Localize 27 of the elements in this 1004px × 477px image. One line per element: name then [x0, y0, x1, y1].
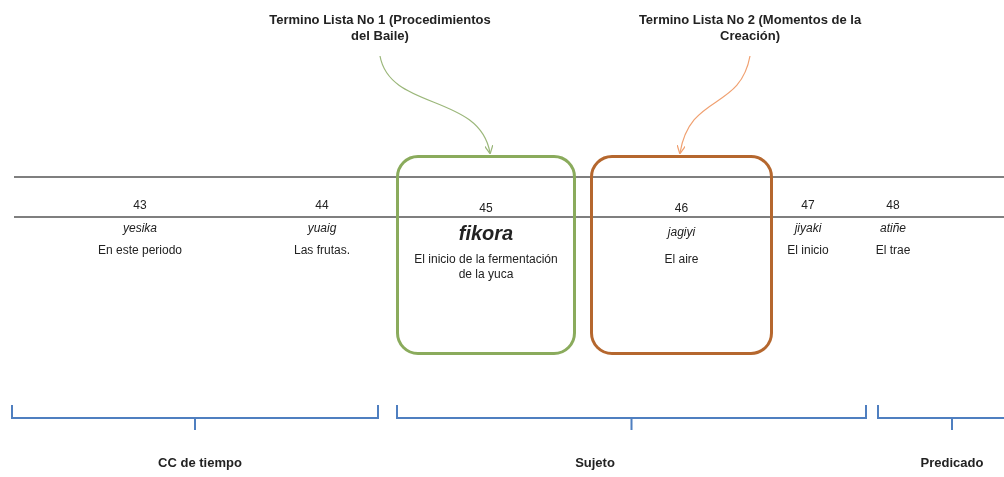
annotation-text: Termino Lista No 2 (Momentos de la Creación)	[630, 12, 870, 44]
arrow	[677, 55, 751, 155]
gloss-text: En este periodo	[97, 243, 183, 257]
gloss-text: El aire	[664, 252, 699, 266]
arrow	[379, 55, 493, 155]
word-number: 43	[133, 198, 147, 212]
annotation-text: Termino Lista No 1 (Procedimientos del Baile)	[260, 12, 500, 44]
syntactic-label: Predicado	[920, 456, 984, 470]
word-number: 48	[886, 198, 900, 212]
highlight-box	[396, 155, 576, 355]
native-word: atiñe	[880, 221, 906, 235]
native-word: yuaig	[307, 221, 337, 235]
native-word: yesika	[123, 221, 157, 235]
word-number: 46	[674, 201, 689, 215]
syntactic-label: Sujeto	[575, 456, 615, 470]
gloss-text: El inicio de la fermentación de la yuca	[414, 252, 558, 281]
highlight-box	[590, 155, 773, 355]
gloss-text: El trae	[875, 243, 911, 257]
syntactic-label: CC de tiempo	[158, 456, 242, 470]
word-number: 47	[801, 198, 815, 212]
native-word: jagiyi	[667, 225, 696, 239]
word-number: 45	[479, 201, 493, 215]
native-word: fikora	[458, 222, 514, 244]
native-word: jiyaki	[794, 221, 822, 235]
gloss-text: El inicio	[787, 243, 829, 257]
word-number: 44	[315, 198, 329, 212]
gloss-text: Las frutas.	[294, 243, 350, 257]
